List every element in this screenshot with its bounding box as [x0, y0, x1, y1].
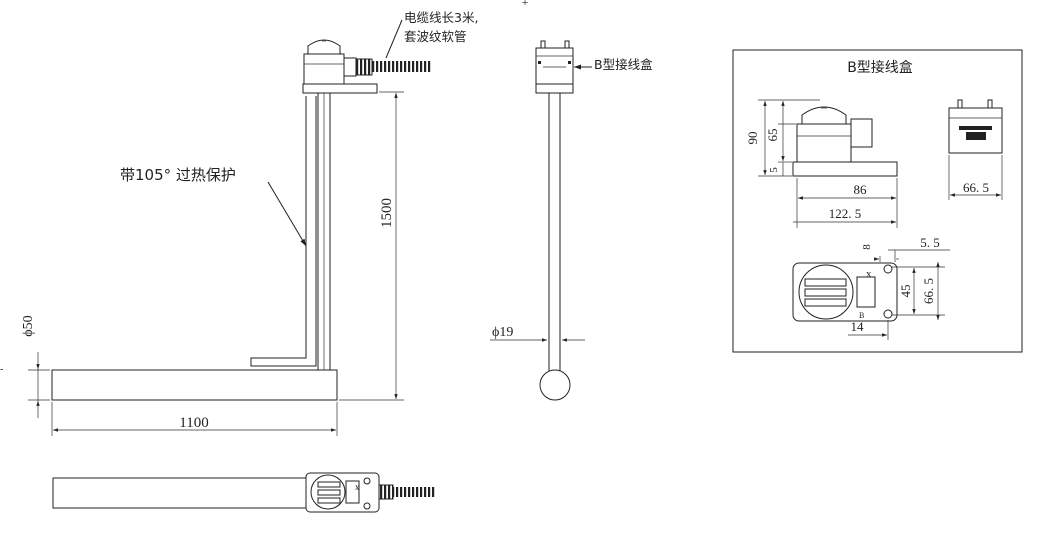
dim-top-14: 14 [851, 319, 865, 334]
front-box-lid [307, 39, 341, 55]
dim-base-diameter: ϕ50 [21, 315, 36, 336]
top-gland [378, 484, 394, 500]
dim-top-45: 45 [898, 285, 913, 298]
svg-text:x: x [866, 268, 872, 280]
front-box-flange [302, 83, 378, 94]
overheat-sensor-probe [250, 96, 317, 367]
dim-top-8: 8 [861, 244, 873, 250]
cable-gland [343, 57, 357, 77]
side-base-circle [539, 369, 571, 401]
dim-height-1500: 1500 [379, 198, 395, 228]
detail-frame: B型接线盒 90 65 5 86 122. 5 [732, 49, 1023, 353]
dim-box-side-66-5: 66. 5 [963, 180, 989, 195]
detail-border [732, 49, 1023, 353]
top-base-bar [52, 477, 308, 509]
edge-mark: - [0, 364, 3, 375]
side-box-flange [535, 83, 574, 94]
dim-rod-diameter: ϕ19 [492, 325, 513, 340]
junction-box-label: B型接线盒 [594, 57, 653, 72]
gland-nut [355, 58, 373, 76]
corrugated-hose [372, 61, 432, 72]
dim-box-122-5: 122. 5 [829, 206, 862, 221]
top-hose [393, 487, 435, 497]
dim-top-5-5: 5. 5 [920, 235, 940, 250]
top-view: x [52, 472, 435, 513]
front-view: 电缆线长3米, 套波纹软管 带105° 过热保护 1500 1100 ϕ50 - [0, 10, 478, 436]
dim-length-1100: 1100 [179, 415, 208, 431]
front-box-body [303, 53, 345, 85]
top-clip-mark: + [522, 0, 529, 9]
front-base-bar [51, 369, 338, 401]
overheat-leader-line [267, 181, 307, 247]
dim-box-65: 65 [765, 129, 780, 142]
detail-box-front: 90 65 5 86 122. 5 [745, 99, 898, 228]
dim-top-66-5: 66. 5 [921, 278, 936, 304]
svg-text:x: x [355, 482, 360, 492]
side-rod [548, 92, 561, 372]
dim-box-90: 90 [745, 132, 760, 145]
cable-note-line1: 电缆线长3米, [404, 10, 478, 25]
dim-box-5: 5 [768, 167, 780, 173]
overheat-note: 带105° 过热保护 [120, 166, 236, 184]
detail-title: B型接线盒 [847, 59, 913, 76]
detail-box-top: x B 8 5. 5 45 66. 5 14 [792, 235, 950, 340]
dim-box-86: 86 [854, 182, 868, 197]
side-view: + B型接线盒 ϕ19 [490, 0, 653, 401]
cable-note-line2: 套波纹软管 [404, 29, 467, 44]
side-box-body [535, 47, 574, 85]
svg-text:B: B [859, 311, 864, 320]
detail-box-side: 66. 5 [948, 99, 1003, 200]
cable-leader-line [385, 19, 403, 59]
